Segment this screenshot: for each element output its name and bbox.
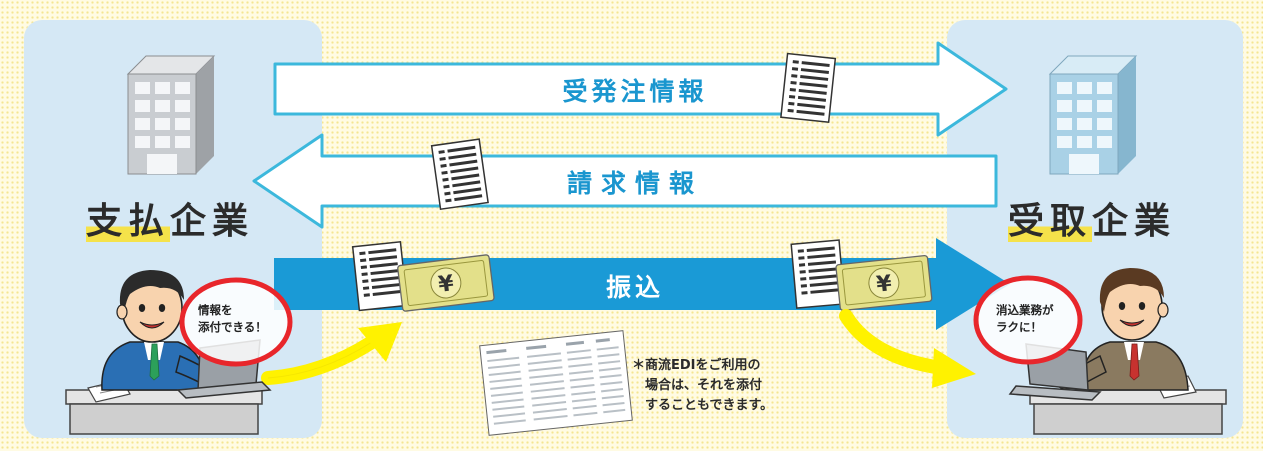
transfer-document-right-icon <box>790 239 846 309</box>
payee-label-highlight: 受取 <box>1008 201 1093 242</box>
payee-building-icon <box>1048 55 1138 175</box>
payee-speech-line-2: ラクに！ <box>996 320 1042 334</box>
payer-speech-line-2: 添付できる！ <box>198 320 267 334</box>
payee-speech: 消込業務が ラクに！ <box>996 302 1054 336</box>
payer-label: 支払企業 <box>86 192 254 244</box>
payer-speech: 情報を 添付できる！ <box>198 302 267 336</box>
attach-arrow-left <box>261 322 402 385</box>
edi-data-sheet-icon <box>479 330 633 436</box>
banknote-left-yen: ¥ <box>437 271 456 298</box>
transfer-document-left-icon <box>351 240 408 312</box>
banknote-right-icon: ¥ <box>835 254 933 312</box>
payer-label-rest: 企業 <box>170 201 255 242</box>
edi-note-line-1: ＊商流EDIをご利用の <box>632 358 761 373</box>
payer-speech-line-1: 情報を <box>198 303 233 317</box>
payee-highlight-circle <box>973 275 1083 365</box>
transfer-label: 振込 <box>605 273 664 302</box>
edi-note-line-3: することもできます。 <box>632 398 774 413</box>
payer-building-icon <box>126 55 216 175</box>
payer-label-highlight: 支払 <box>86 201 171 242</box>
banknote-left-icon: ¥ <box>397 254 495 312</box>
receive-arrow-right <box>839 309 976 388</box>
edi-note-line-2: 場合は、それを添付 <box>632 378 763 393</box>
payee-speech-line-1: 消込業務が <box>996 303 1054 317</box>
payee-person-icon <box>1008 268 1227 435</box>
order-document-icon <box>780 52 837 124</box>
edi-note: ＊商流EDIをご利用の 場合は、それを添付 することもできます。 <box>632 356 773 416</box>
banknote-right-yen: ¥ <box>875 271 894 298</box>
payer-highlight-circle <box>179 277 293 367</box>
payee-label: 受取企業 <box>1008 192 1176 244</box>
billing-info-label: 請求情報 <box>566 169 703 198</box>
order-info-label: 受発注情報 <box>562 77 708 106</box>
payee-label-rest: 企業 <box>1092 201 1177 242</box>
billing-document-icon <box>430 138 489 211</box>
